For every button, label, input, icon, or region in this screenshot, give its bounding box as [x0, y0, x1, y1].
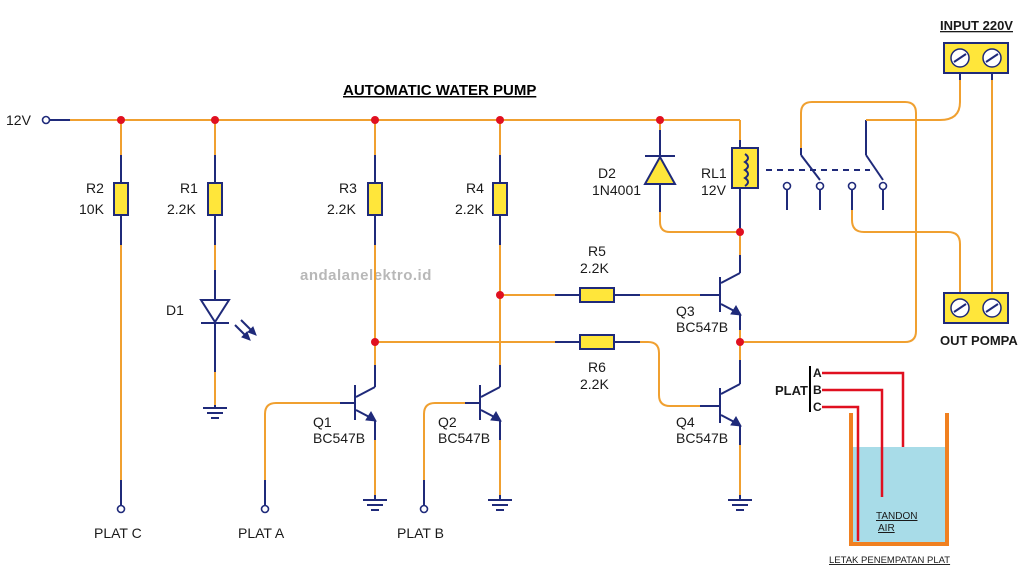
r3-value: 2.2K	[327, 201, 356, 217]
relay-common-wire	[800, 101, 917, 343]
r1-name: R1	[180, 180, 198, 196]
r3-q1-branch	[260, 120, 387, 514]
resistor-r3	[367, 182, 383, 216]
terminal-block-output	[943, 292, 1009, 324]
tank-label-line2: AIR	[878, 523, 895, 534]
d2-name: D2	[598, 165, 616, 181]
r6-value: 2.2K	[580, 376, 609, 392]
output-terminal-label: OUT POMPA	[940, 333, 1018, 348]
q3-name: Q3	[676, 303, 695, 319]
resistor-r5	[579, 287, 615, 303]
r2-branch	[113, 120, 129, 514]
r4-q2-branch	[419, 120, 512, 514]
electrode-a	[822, 371, 905, 447]
q2-name: Q2	[438, 414, 457, 430]
electrode-b	[822, 388, 884, 497]
resistor-r1	[207, 182, 223, 216]
r4-value: 2.2K	[455, 201, 484, 217]
r5-path	[500, 287, 720, 303]
plat-c-terminal	[116, 504, 126, 514]
supply-terminal	[41, 115, 51, 125]
r1-value: 2.2K	[167, 201, 196, 217]
q1-name: Q1	[313, 414, 332, 430]
tank-label-line1: TANDON	[876, 511, 917, 522]
electrode-c	[822, 405, 860, 541]
transistor-q4	[719, 360, 752, 511]
tank-caption: LETAK PENEMPATAN PLAT	[829, 555, 950, 566]
supply-rail	[41, 115, 740, 125]
q4-value: BC547B	[676, 430, 728, 446]
junction-nodes	[117, 116, 744, 346]
plat-b-label: PLAT B	[397, 525, 444, 541]
relay-coil-rl1	[731, 120, 759, 255]
input-terminal-label: INPUT 220V	[940, 18, 1013, 33]
r1-led-branch	[199, 120, 257, 419]
r2-name: R2	[86, 180, 104, 196]
d2-value: 1N4001	[592, 182, 641, 198]
electrode-label-b: B	[813, 383, 822, 397]
ground-symbol-q2	[488, 495, 512, 511]
resistor-r6	[579, 334, 615, 350]
water-fill	[853, 447, 945, 542]
plat-c-label: PLAT C	[94, 525, 142, 541]
q2-value: BC547B	[438, 430, 490, 446]
ground-symbol-q1	[363, 495, 387, 511]
ground-symbol-q4	[728, 495, 752, 511]
r5-name: R5	[588, 243, 606, 259]
electrode-label-a: A	[813, 366, 822, 380]
watermark: andalanelektro.id	[300, 267, 432, 284]
water-tank	[849, 413, 949, 546]
r5-value: 2.2K	[580, 260, 609, 276]
plat-a-terminal	[260, 504, 270, 514]
ground-symbol-d1	[203, 405, 227, 419]
q4-name: Q4	[676, 414, 695, 430]
supply-label: 12V	[6, 112, 32, 128]
plat-label: PLAT	[775, 383, 808, 398]
diagram-title: AUTOMATIC WATER PUMP	[343, 82, 536, 99]
plat-a-label: PLAT A	[238, 525, 285, 541]
r3-name: R3	[339, 180, 357, 196]
plat-b-terminal	[419, 504, 429, 514]
r4-name: R4	[466, 180, 484, 196]
q3-value: BC547B	[676, 319, 728, 335]
r6-path	[375, 334, 720, 407]
rl1-name: RL1	[701, 165, 727, 181]
electrode-label-c: C	[813, 400, 822, 414]
resistor-r4	[492, 182, 508, 216]
q1-value: BC547B	[313, 430, 365, 446]
diode-d2	[643, 120, 740, 233]
led-d1	[199, 299, 231, 324]
d1-name: D1	[166, 302, 184, 318]
transistor-q3	[719, 255, 742, 330]
electrodes	[822, 371, 905, 541]
r2-value: 10K	[79, 201, 105, 217]
terminal-block-input	[943, 42, 1009, 80]
tank-wall	[849, 413, 949, 546]
relay-contacts	[766, 119, 940, 210]
rl1-value: 12V	[701, 182, 727, 198]
resistor-r2	[113, 182, 129, 216]
r6-name: R6	[588, 359, 606, 375]
